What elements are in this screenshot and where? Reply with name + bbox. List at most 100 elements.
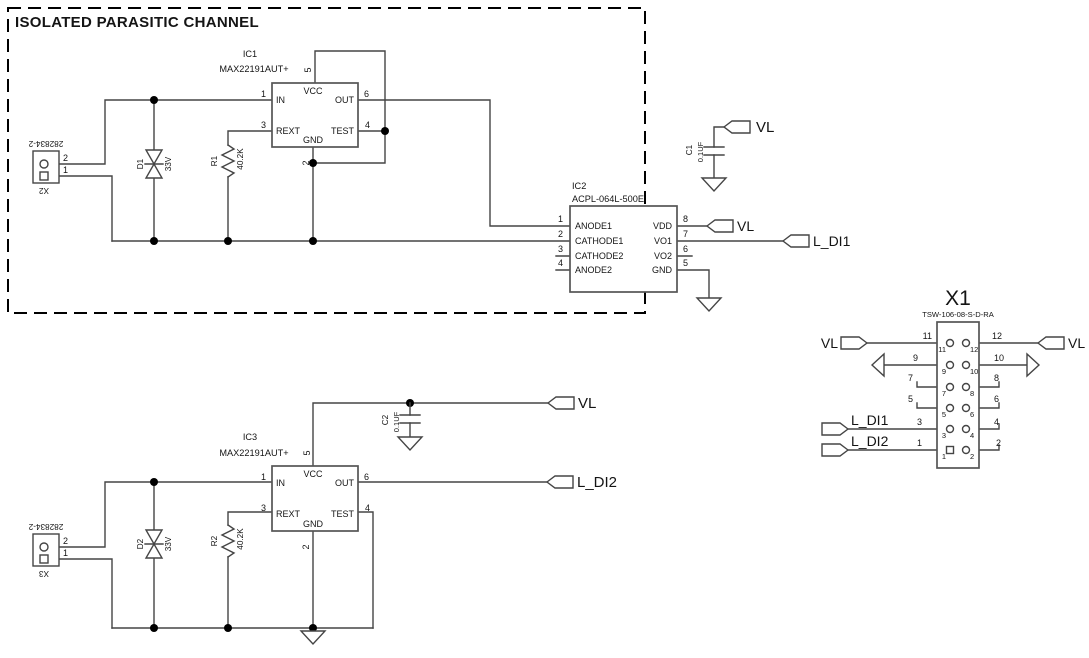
pin-number: 5 bbox=[908, 394, 913, 404]
pin-number: 6 bbox=[364, 89, 369, 99]
pin-number: 12 bbox=[992, 331, 1002, 341]
wire bbox=[47, 99, 273, 165]
pin-name: GND bbox=[652, 265, 673, 275]
wire bbox=[47, 175, 113, 242]
junction-dot bbox=[309, 237, 317, 245]
ground-symbol bbox=[700, 177, 728, 193]
value: 0.1UF bbox=[392, 411, 401, 432]
diode-triangle bbox=[144, 529, 164, 546]
pin-number: 8 bbox=[683, 214, 688, 224]
ground-symbol bbox=[299, 630, 327, 646]
net-label-l-di1: L_DI1 bbox=[813, 233, 851, 249]
pin-number: 1 bbox=[261, 472, 266, 482]
junction-dot bbox=[150, 96, 158, 104]
pin-circle bbox=[961, 382, 971, 392]
value: 0.1UF bbox=[696, 141, 705, 162]
pin-number-inner: 8 bbox=[970, 389, 974, 398]
net-label-vl: VL bbox=[737, 218, 754, 234]
wire bbox=[555, 255, 571, 271]
value: 40.2K bbox=[236, 148, 245, 170]
pin-number: 2 bbox=[301, 544, 311, 549]
value: 40.2K bbox=[236, 528, 245, 550]
pin-number: 3 bbox=[261, 503, 266, 513]
junction-dot bbox=[224, 237, 232, 245]
net-label-l-di2: L_DI2 bbox=[851, 433, 889, 449]
net-label-vl: VL bbox=[821, 335, 838, 351]
pin-name: CATHODE1 bbox=[575, 236, 623, 246]
pin-number-inner: 11 bbox=[938, 345, 946, 354]
wire bbox=[312, 402, 549, 467]
wire bbox=[47, 558, 113, 629]
pin-number: 6 bbox=[364, 472, 369, 482]
refdes: R2 bbox=[210, 535, 219, 546]
pin-name: GND bbox=[303, 135, 324, 145]
pin-name: TEST bbox=[331, 126, 355, 136]
connector-x1: X1 TSW-106-08-S-D-RA 11 9 7 5 3 1 1 bbox=[821, 287, 1085, 469]
wire bbox=[227, 130, 273, 242]
wire bbox=[357, 99, 571, 227]
pin-square bbox=[945, 445, 955, 455]
ic-body bbox=[271, 82, 359, 148]
junction-dot bbox=[309, 624, 317, 632]
part-number: 282834-2 bbox=[28, 139, 63, 148]
refdes: D1 bbox=[136, 158, 145, 169]
pin-number: 7 bbox=[683, 229, 688, 239]
pin-name: REXT bbox=[276, 126, 301, 136]
resistor-r1: R1 40.2K bbox=[210, 144, 245, 178]
pin-name: VCC bbox=[303, 469, 323, 479]
pin-number: 2 bbox=[996, 438, 1001, 448]
wire bbox=[713, 126, 725, 179]
connector-x3: 2 1 282834-2 X3 bbox=[28, 522, 68, 578]
pin-number: 3 bbox=[261, 120, 266, 130]
wire bbox=[227, 511, 273, 629]
pin-circle bbox=[961, 445, 971, 455]
diode-d1: D1 33V bbox=[136, 149, 173, 179]
net-flag-vl bbox=[840, 336, 869, 350]
pin-number: 1 bbox=[261, 89, 266, 99]
pin-number: 6 bbox=[683, 244, 688, 254]
wire bbox=[676, 269, 710, 299]
pin-name: VO1 bbox=[654, 236, 672, 246]
pin-name: ANODE2 bbox=[575, 265, 612, 275]
net-label-vl: VL bbox=[756, 119, 774, 136]
wire bbox=[357, 511, 374, 629]
pin-number-inner: 10 bbox=[970, 367, 978, 376]
pin-number: 8 bbox=[994, 373, 999, 383]
part-number: ACPL-064L-500E bbox=[572, 194, 644, 204]
net-label-l-di1: L_DI1 bbox=[851, 412, 889, 428]
capacitor-plates bbox=[703, 146, 725, 156]
value: 33V bbox=[164, 156, 173, 171]
pin-name: TEST bbox=[331, 509, 355, 519]
isolated-parasitic-channel-region: ISOLATED PARASITIC CHANNEL bbox=[7, 7, 646, 314]
ic1: IC1 MAX22191AUT+ IN VCC OUT REXT TEST GN… bbox=[219, 49, 370, 166]
pin-circle bbox=[945, 338, 955, 348]
pin-number: 4 bbox=[365, 503, 370, 513]
bottom-circuit-wires bbox=[47, 399, 549, 646]
pin-number: 5 bbox=[302, 450, 312, 455]
pin-number: 3 bbox=[558, 244, 563, 254]
pin-number: 6 bbox=[994, 394, 999, 404]
pin-number: 7 bbox=[908, 373, 913, 383]
resistor-zigzag bbox=[220, 144, 236, 178]
pin-number: 5 bbox=[683, 258, 688, 268]
pin-number-inner: 12 bbox=[970, 345, 978, 354]
refdes: C2 bbox=[381, 414, 390, 425]
net-flag-l-di1 bbox=[821, 422, 850, 436]
net-label-l-di2: L_DI2 bbox=[577, 474, 617, 491]
junction-dot bbox=[150, 624, 158, 632]
connector-x2: 2 1 282834-2 X2 bbox=[28, 139, 68, 195]
arrow-right-icon bbox=[1026, 352, 1041, 378]
arrow-left-icon bbox=[870, 352, 885, 378]
pin-circle bbox=[945, 424, 955, 434]
pin-circle bbox=[945, 360, 955, 370]
junction-dot bbox=[381, 127, 389, 135]
pin-number: 4 bbox=[558, 258, 563, 268]
pin-number-inner: 7 bbox=[942, 389, 946, 398]
pin-name: IN bbox=[276, 478, 285, 488]
pin-number: 1 bbox=[558, 214, 563, 224]
pin-number: 4 bbox=[994, 417, 999, 427]
pin-number-inner: 9 bbox=[942, 367, 946, 376]
pin-circle bbox=[961, 360, 971, 370]
pin-number-inner: 1 bbox=[942, 452, 946, 461]
